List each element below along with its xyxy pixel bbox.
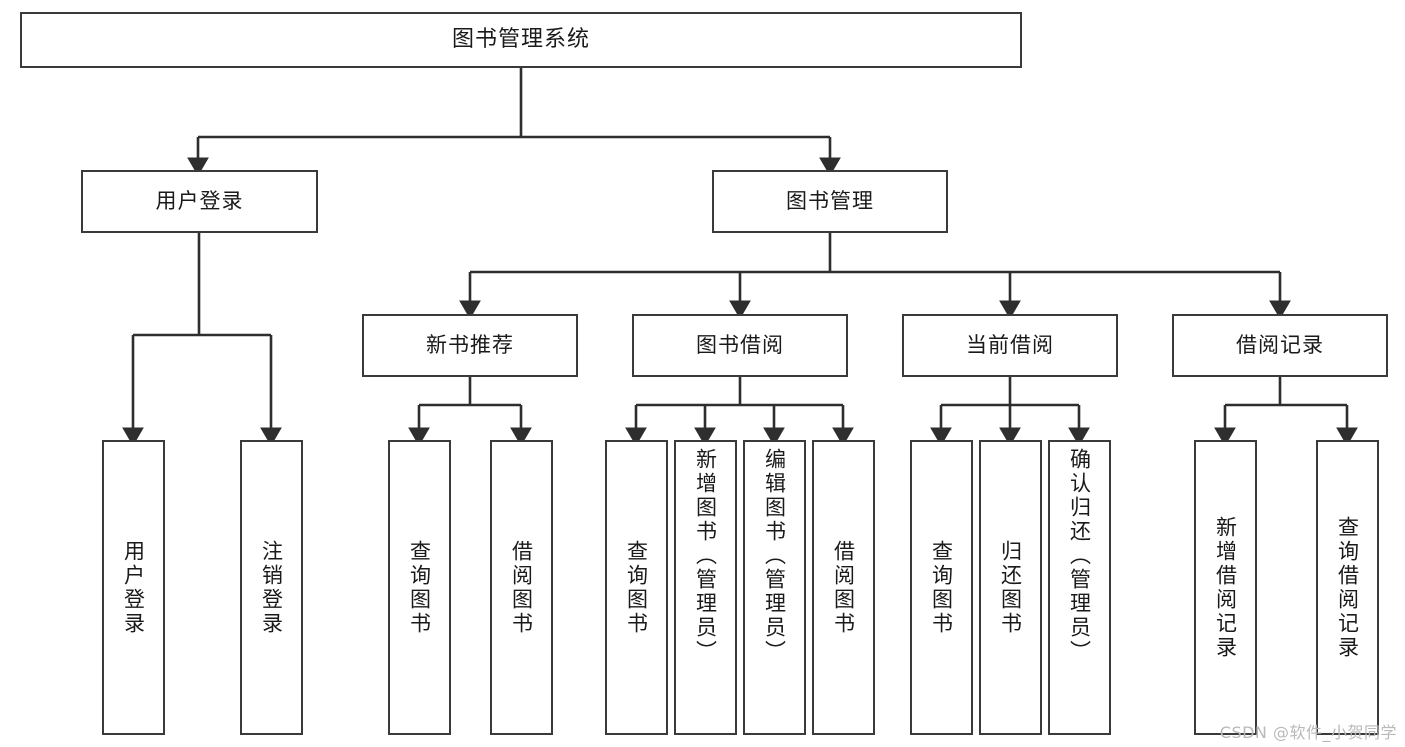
node-label: 新增图书（管理员） [693, 448, 718, 664]
leaf-current-borrow-confirm-return-admin[interactable]: 确认归还（管理员） [1048, 440, 1111, 735]
node-label: 当前借阅 [966, 333, 1054, 358]
leaf-new-book-borrow-book[interactable]: 借阅图书 [490, 440, 553, 735]
node-user-login[interactable]: 用户登录 [81, 170, 318, 233]
node-borrow-record[interactable]: 借阅记录 [1172, 314, 1388, 377]
leaf-current-borrow-query-book[interactable]: 查询图书 [910, 440, 973, 735]
node-label: 查询借阅记录 [1335, 515, 1360, 660]
leaf-book-borrow-borrow-book[interactable]: 借阅图书 [812, 440, 875, 735]
node-label: 编辑图书（管理员） [762, 448, 787, 664]
node-label: 用户登录 [121, 539, 146, 636]
node-new-book-recommend[interactable]: 新书推荐 [362, 314, 578, 377]
node-label: 注销登录 [259, 539, 284, 636]
node-book-borrow[interactable]: 图书借阅 [632, 314, 848, 377]
leaf-new-book-query-book[interactable]: 查询图书 [388, 440, 451, 735]
leaf-book-borrow-add-book-admin[interactable]: 新增图书（管理员） [674, 440, 737, 735]
node-label: 借阅记录 [1236, 333, 1324, 358]
leaf-current-borrow-return-book[interactable]: 归还图书 [979, 440, 1042, 735]
node-label: 用户登录 [155, 189, 244, 214]
csdn-watermark: CSDN @软件_小贺同学 [1219, 723, 1397, 742]
leaf-borrow-record-query-record[interactable]: 查询借阅记录 [1316, 440, 1379, 735]
node-label: 新增借阅记录 [1213, 515, 1238, 660]
node-label: 图书管理系统 [451, 27, 590, 53]
leaf-book-borrow-query-book[interactable]: 查询图书 [605, 440, 668, 735]
node-label: 图书借阅 [696, 333, 784, 358]
node-label: 图书管理 [786, 189, 874, 214]
node-label: 新书推荐 [426, 333, 514, 358]
node-current-borrow[interactable]: 当前借阅 [902, 314, 1118, 377]
node-label: 借阅图书 [831, 539, 856, 636]
node-label: 查询图书 [624, 539, 649, 636]
node-label: 查询图书 [407, 539, 432, 636]
node-label: 确认归还（管理员） [1067, 448, 1092, 664]
node-label: 借阅图书 [509, 539, 534, 636]
node-label: 查询图书 [929, 539, 954, 636]
node-label: 归还图书 [998, 539, 1023, 636]
node-root-book-management-system[interactable]: 图书管理系统 [20, 12, 1022, 68]
node-book-management[interactable]: 图书管理 [712, 170, 948, 233]
leaf-book-borrow-edit-book-admin[interactable]: 编辑图书（管理员） [743, 440, 806, 735]
leaf-user-login-logout[interactable]: 注销登录 [240, 440, 303, 735]
leaf-user-login-login[interactable]: 用户登录 [102, 440, 165, 735]
leaf-borrow-record-add-record[interactable]: 新增借阅记录 [1194, 440, 1257, 735]
